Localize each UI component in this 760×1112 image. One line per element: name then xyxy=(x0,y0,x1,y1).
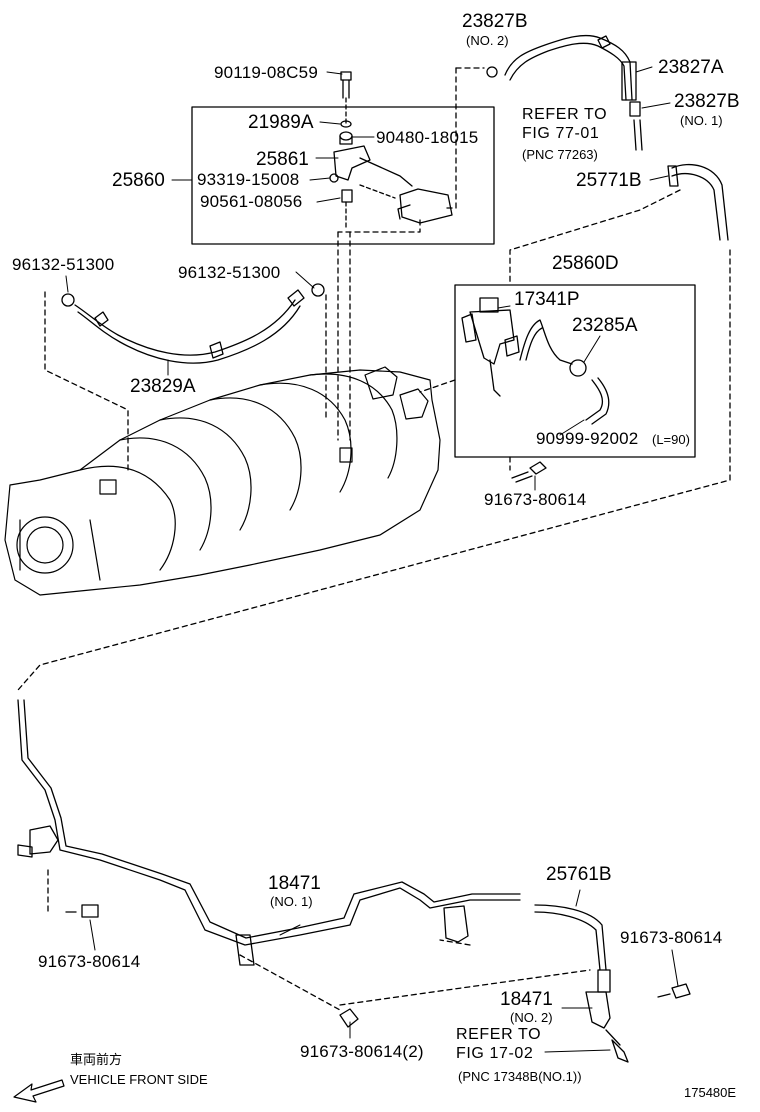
label-18471-no2: 18471 xyxy=(500,989,553,1010)
hose-25761b xyxy=(534,904,611,993)
vehicle-front-arrow-icon xyxy=(13,1079,65,1103)
leader-lines xyxy=(65,66,679,1053)
label-fig-77-01: FIG 77-01 xyxy=(522,125,600,142)
label-96132-51300-right: 96132-51300 xyxy=(178,263,281,282)
label-18471-no1: 18471 xyxy=(268,873,321,894)
label-vehicle-front-side: VEHICLE FRONT SIDE xyxy=(70,1072,208,1087)
group-box-25860 xyxy=(191,106,495,245)
bolt-91673-a xyxy=(511,461,547,483)
hose-23829a xyxy=(61,283,325,364)
label-23827b-no1-sub: (NO. 1) xyxy=(680,113,723,128)
label-91673-80614-b: 91673-80614 xyxy=(38,952,141,971)
label-23827b-no2-sub: (NO. 2) xyxy=(466,33,509,48)
label-91673-80614-a: 91673-80614 xyxy=(484,490,587,509)
bracket-25861 xyxy=(329,145,453,229)
bracket-18471-no2 xyxy=(585,991,629,1063)
label-91673-80614-d: 91673-80614(2) xyxy=(300,1042,424,1061)
label-25860: 25860 xyxy=(112,170,165,191)
label-90999-92002: 90999-92002 xyxy=(536,429,639,448)
bolt-91673-c xyxy=(657,983,691,999)
bolt-91673-b xyxy=(65,904,99,918)
label-vehicle-front-jp: 車両前方 xyxy=(70,1052,123,1067)
label-23827a: 23827A xyxy=(658,57,724,78)
label-91673-80614-c: 91673-80614 xyxy=(620,928,723,947)
label-fig-17-02: FIG 17-02 xyxy=(456,1045,534,1062)
label-23829a: 23829A xyxy=(130,376,196,397)
label-25771b: 25771B xyxy=(576,170,642,191)
pipe-18471-no1 xyxy=(17,699,521,966)
label-pnc-77263: (PNC 77263) xyxy=(522,147,598,162)
label-17341p: 17341P xyxy=(514,289,580,310)
label-25861: 25861 xyxy=(256,149,309,170)
vsv-17341p xyxy=(461,297,520,397)
label-93319-15008: 93319-15008 xyxy=(197,170,300,189)
label-18471-no2-sub: (NO. 2) xyxy=(510,1010,553,1025)
bolt-91673-d xyxy=(339,1008,359,1028)
label-23827b-no1: 23827B xyxy=(674,91,740,112)
intake-manifold xyxy=(4,366,441,596)
figure-id: 175480E xyxy=(684,1085,737,1100)
label-23827b-no2: 23827B xyxy=(462,11,528,32)
label-90561-08056: 90561-08056 xyxy=(200,192,303,211)
dashed-guide-lines xyxy=(17,67,731,1011)
label-18471-no1-sub: (NO. 1) xyxy=(270,894,313,909)
label-25860d: 25860D xyxy=(552,253,619,274)
hose-23285a xyxy=(519,319,610,425)
label-23285a: 23285A xyxy=(572,315,638,336)
hose-25771b xyxy=(667,163,729,241)
hose-23827-top xyxy=(486,34,643,151)
label-21989a: 21989A xyxy=(248,112,314,133)
label-90480-18015: 90480-18015 xyxy=(376,128,479,147)
label-refer-to-1: REFER TO xyxy=(522,106,608,123)
label-90999-length-note: (L=90) xyxy=(652,432,690,447)
group-box-25860d xyxy=(454,284,696,458)
label-refer-to-2: REFER TO xyxy=(456,1026,542,1043)
label-90119-08c59: 90119-08C59 xyxy=(214,63,318,82)
label-96132-51300-left: 96132-51300 xyxy=(12,255,115,274)
bolt-90119 xyxy=(339,71,353,145)
label-pnc-17348b: (PNC 17348B(NO.1)) xyxy=(458,1069,582,1084)
label-25761b: 25761B xyxy=(546,864,612,885)
